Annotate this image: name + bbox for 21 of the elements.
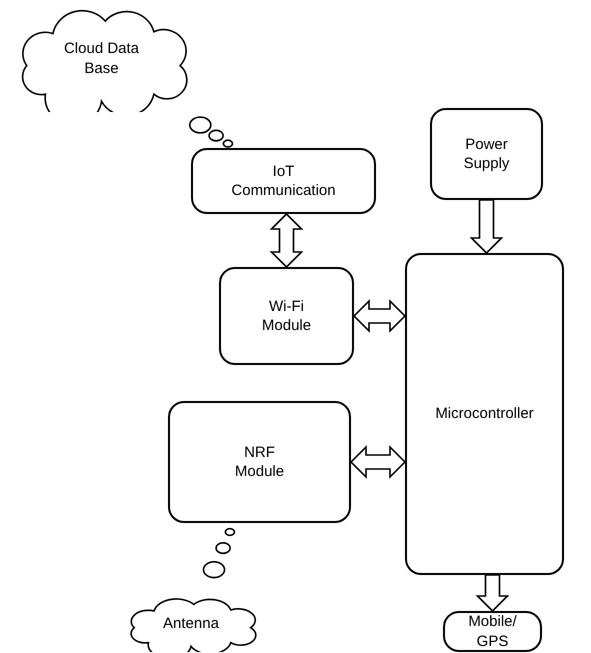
process-box <box>443 611 542 652</box>
node-label: NRF Module <box>234 442 286 482</box>
block-arrow <box>270 212 304 268</box>
node-label: Power Supply <box>462 134 510 174</box>
process-box <box>191 148 376 214</box>
node-label: Wi-Fi Module <box>260 296 312 336</box>
block-arrow <box>352 299 406 333</box>
node-label: Microcontroller <box>435 404 534 424</box>
thought-bubble-trail <box>189 116 234 148</box>
block-arrow <box>350 445 406 479</box>
node-label: Cloud Data Base <box>62 39 140 78</box>
process-box <box>430 108 543 200</box>
process-box <box>219 267 354 365</box>
block-arrow <box>476 574 510 612</box>
thought-bubble-trail <box>202 528 236 578</box>
block-arrow <box>470 199 504 254</box>
process-box <box>405 253 564 575</box>
node-label: Mobile/ GPS <box>467 612 518 651</box>
node-label: IoT Communication <box>230 162 337 200</box>
process-box <box>168 401 351 523</box>
node-label: Antenna <box>163 614 219 634</box>
